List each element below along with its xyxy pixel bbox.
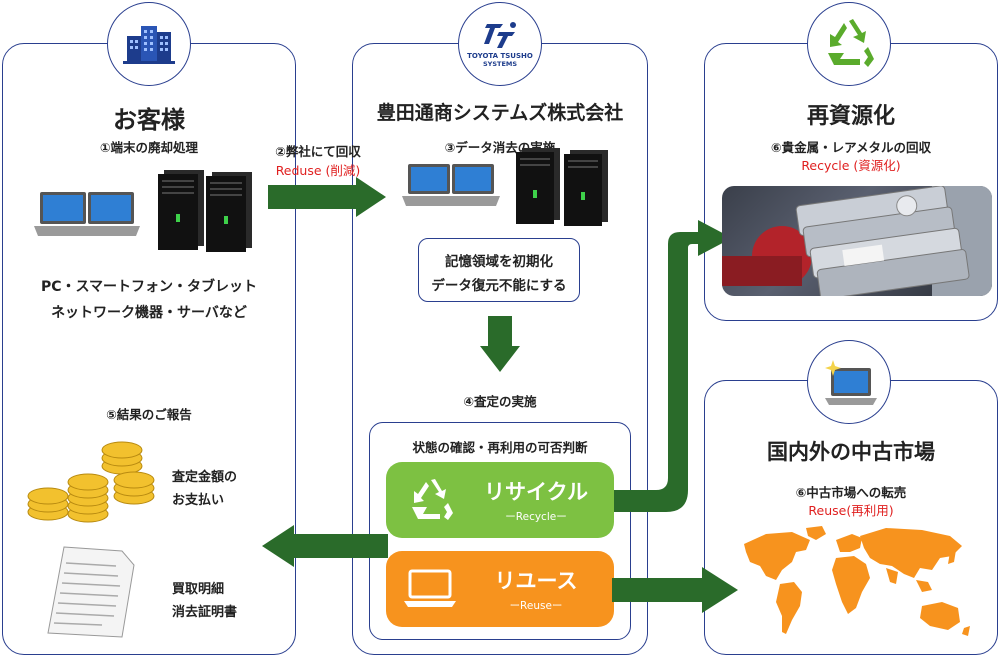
recycle-circle-icon — [807, 2, 891, 86]
doc-line1: 買取明細 — [172, 582, 225, 597]
laptop-icon — [34, 192, 92, 236]
customer-devices-line2: ネットワーク機器・サーバなど — [51, 305, 247, 321]
recycle-sublabel: Recycle (資源化) — [801, 158, 901, 173]
gold-coins-icon — [27, 441, 155, 523]
erase-box-line1: 記憶領域を初期化 — [445, 254, 553, 270]
laptop-icon — [446, 164, 500, 206]
laptop-icon — [82, 192, 140, 236]
market-sublabel: Reuse(再利用) — [808, 503, 894, 518]
document-icon — [47, 546, 135, 638]
recycle-button-label: リサイクル — [484, 480, 588, 504]
customer-devices-line1: PC・スマートフォン・タブレット — [40, 279, 258, 295]
down-arrow — [480, 316, 520, 372]
logo-line2: SYSTEMS — [482, 60, 518, 68]
erase-box — [418, 238, 580, 302]
server-icon — [516, 148, 560, 224]
judge-box — [369, 422, 631, 640]
judge-title: 状態の確認・再利用の可否判断 — [412, 440, 588, 455]
laptop-outline-icon — [404, 569, 456, 607]
company-logo-icon: TOYOTA TSUSHO SYSTEMS — [458, 2, 542, 86]
doc-line2: 消去証明書 — [172, 605, 238, 620]
recycle-arrow — [614, 220, 732, 512]
company-title: 豊田通商システムズ株式会社 — [376, 102, 624, 124]
market-step6: ⑥中古市場への転売 — [795, 485, 907, 500]
building-icon — [107, 2, 191, 86]
payment-line1: 査定金額の — [172, 470, 238, 485]
customer-panel — [2, 43, 296, 655]
reuse-arrow — [612, 567, 738, 613]
recycle-icon — [412, 479, 453, 520]
collect-sublabel: Reduse (削減) — [275, 163, 361, 178]
recycle-step6: ⑥貴金属・レアメタルの回収 — [771, 140, 931, 155]
report-arrow — [262, 525, 388, 567]
laptop-icon — [402, 164, 456, 206]
recycle-title: 再資源化 — [806, 104, 895, 129]
customer-title: お客様 — [113, 106, 185, 134]
world-map-icon — [744, 526, 970, 636]
customer-step5: ⑤結果のご報告 — [106, 407, 192, 422]
hard-drives-photo — [722, 186, 992, 296]
recycle-button-sub: ーRecycleー — [505, 511, 567, 523]
reuse-button[interactable]: リユース ーReuseー — [386, 551, 614, 627]
collect-label: ②弊社にて回収 — [275, 144, 361, 159]
reuse-button-label: リユース — [494, 569, 578, 593]
server-icon — [564, 150, 608, 226]
server-icon — [206, 172, 252, 252]
recycle-button[interactable]: リサイクル ーRecycleー — [386, 462, 614, 538]
market-title: 国内外の中古市場 — [767, 440, 935, 464]
reuse-button-sub: ーReuseー — [509, 600, 563, 612]
server-icon — [158, 170, 204, 250]
customer-step1: ①端末の廃却処理 — [99, 140, 199, 155]
laptop-circle-icon — [807, 340, 891, 424]
company-step4: ④査定の実施 — [463, 394, 537, 409]
logo-line1: TOYOTA TSUSHO — [467, 52, 533, 60]
collect-arrow — [268, 177, 386, 217]
payment-line2: お支払い — [172, 493, 225, 508]
erase-box-line2: データ復元不能にする — [431, 278, 567, 294]
